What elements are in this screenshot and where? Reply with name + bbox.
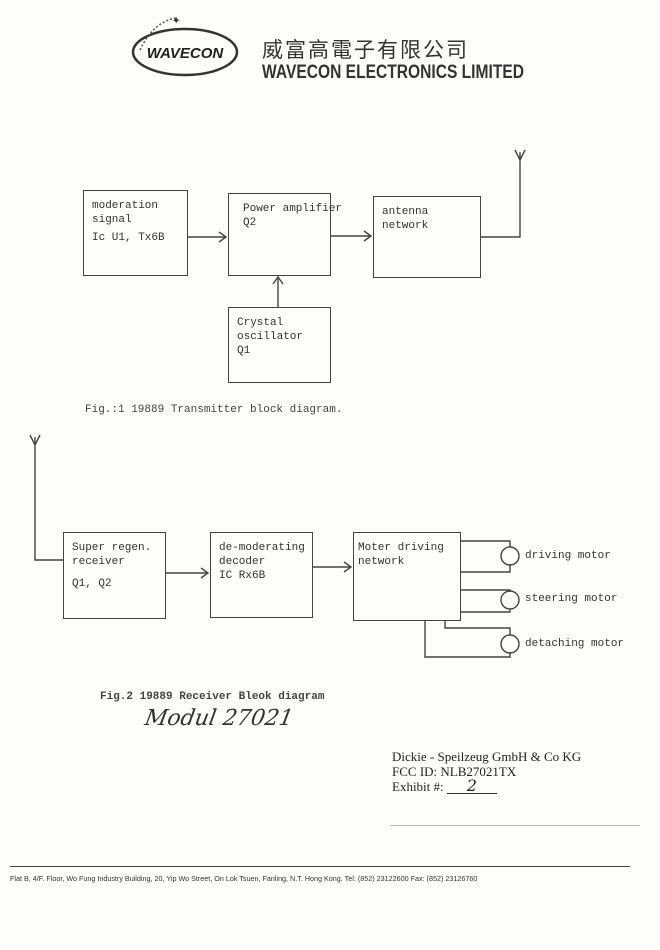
block-label: de-moderating [219,542,305,554]
modulation-signal-block: moderation signal Ic U1, Tx6B [83,190,188,276]
block-label: Q1, Q2 [72,578,112,590]
block-label: Q2 [243,217,257,229]
block-label: antenna [382,206,429,218]
block-label: Power amplifier [243,203,343,215]
block-label: Moter driving [358,542,444,554]
footer-address: Flat B, 4/F. Floor, Wo Fung Industry Bui… [10,874,478,883]
wavecon-logo: ✦ WAVECON [131,13,239,77]
block-label: network [382,220,429,232]
block-label: receiver [72,556,125,568]
block-label: Super regen. [72,542,152,554]
block-label: Crystal [237,317,284,329]
fcc-label: FCC ID: [392,764,438,779]
divider [390,825,640,826]
motor-driving-network-block: Moter driving network [353,532,461,621]
antenna-network-block: antenna network [373,196,481,278]
company-chinese-name: 威富高電子有限公司 [262,38,469,62]
driving-motor-label: driving motor [525,550,611,562]
exhibit-number: 2 [446,778,497,794]
stamp-company: Dickie - Speilzeug GmbH & Co KG [392,749,582,764]
svg-text:✦: ✦ [172,13,181,29]
steering-motor-symbol [500,590,520,610]
detaching-motor-symbol [500,634,520,654]
steering-motor-label: steering motor [525,593,618,605]
block-label: network [358,556,405,568]
handwritten-model-note: Modul 27021 [142,706,296,731]
exhibit-label: Exhibit #: [392,779,444,794]
block-label: decoder [219,556,266,568]
fig1-caption: Fig.:1 19889 Transmitter block diagram. [85,404,343,416]
driving-motor-symbol [500,546,520,566]
fig2-caption: Fig.2 19889 Receiver Bleok diagram [100,691,325,703]
detaching-motor-label: detaching motor [525,638,625,650]
svg-text:WAVECON: WAVECON [147,45,225,62]
fcc-stamp: Dickie - Speilzeug GmbH & Co KG FCC ID: … [392,749,581,794]
decoder-block: de-moderating decoder IC Rx6B [210,532,313,618]
block-label: IC Rx6B [219,570,266,582]
block-label: Q1 [237,345,251,357]
power-amplifier-block: Power amplifier Q2 [228,193,343,276]
block-label: Ic U1, Tx6B [92,232,165,244]
super-regen-receiver-block: Super regen. receiver Q1, Q2 [63,532,166,619]
block-label: signal [92,214,132,226]
fcc-id: NLB27021TX [440,764,517,779]
crystal-oscillator-block: Crystal oscillator Q1 [228,307,331,383]
footer-rule [10,866,630,867]
block-label: oscillator [237,331,304,343]
block-label: moderation [92,200,159,212]
company-english-name: WAVECON ELECTRONICS LIMITED [262,62,524,83]
